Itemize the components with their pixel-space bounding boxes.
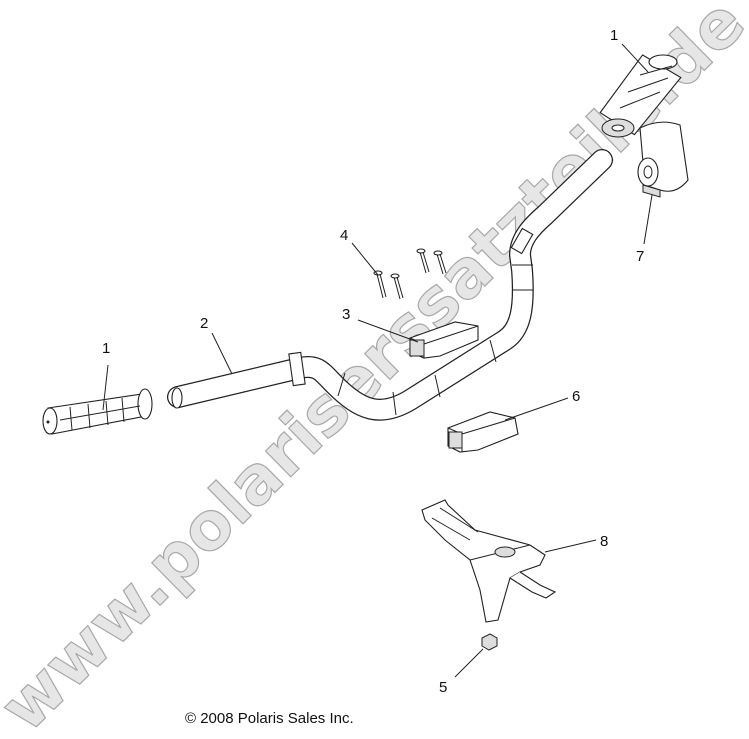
upper-clamp[interactable]: [409, 321, 479, 359]
callout-6: 6: [572, 388, 580, 405]
callout-3: 3: [342, 306, 350, 323]
callout-7: 7: [636, 248, 644, 265]
leader-lines: [102, 43, 653, 678]
callout-8: 8: [600, 533, 608, 550]
handlebar[interactable]: [167, 149, 613, 421]
copyright-notice: © 2008 Polaris Sales Inc.: [185, 710, 354, 727]
callout-2: 2: [200, 315, 208, 332]
callout-1-right: 1: [610, 27, 618, 44]
bolts[interactable]: [373, 248, 447, 300]
callout-1-left: 1: [102, 340, 110, 357]
callout-4: 4: [340, 227, 348, 244]
callout-5: 5: [439, 679, 447, 696]
handlebar-pad[interactable]: [637, 121, 689, 198]
grip-left[interactable]: [42, 388, 153, 435]
mounting-bracket[interactable]: [421, 499, 557, 623]
nut[interactable]: [481, 633, 498, 651]
lower-clamp[interactable]: [447, 411, 519, 453]
grip-right[interactable]: [598, 50, 683, 140]
